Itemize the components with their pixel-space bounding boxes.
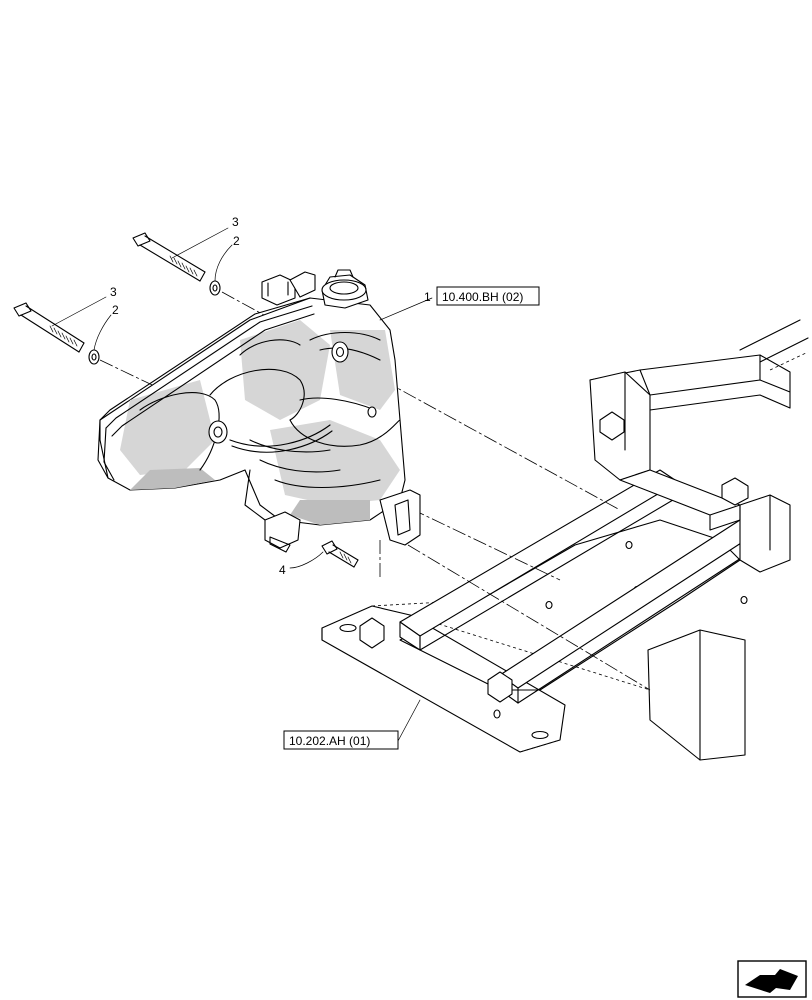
ref-frame-label: 10.202.AH (01) xyxy=(289,734,370,748)
navigation-arrow-icon[interactable] xyxy=(737,960,807,998)
callout-4: 4 xyxy=(279,563,286,577)
callout-3-upper: 3 xyxy=(232,215,239,229)
callout-1: 1 xyxy=(424,290,431,304)
washer-2-lower xyxy=(88,349,100,365)
leader-lines xyxy=(51,227,433,742)
callout-2-lower: 2 xyxy=(112,303,119,317)
bolt-3-lower xyxy=(13,302,85,353)
bolt-3-upper xyxy=(132,232,206,282)
callout-3-lower: 3 xyxy=(110,285,117,299)
ref-box-tank[interactable]: 10.400.BH (02) xyxy=(436,286,540,306)
chassis-frame xyxy=(321,319,809,761)
expansion-tank xyxy=(97,269,421,553)
ref-box-frame[interactable]: 10.202.AH (01) xyxy=(283,730,399,750)
centerline-right xyxy=(407,544,651,691)
washer-2-upper xyxy=(209,280,221,296)
callout-2-upper: 2 xyxy=(233,234,240,248)
screw-4 xyxy=(321,540,381,578)
ref-tank-label: 10.400.BH (02) xyxy=(442,290,523,304)
